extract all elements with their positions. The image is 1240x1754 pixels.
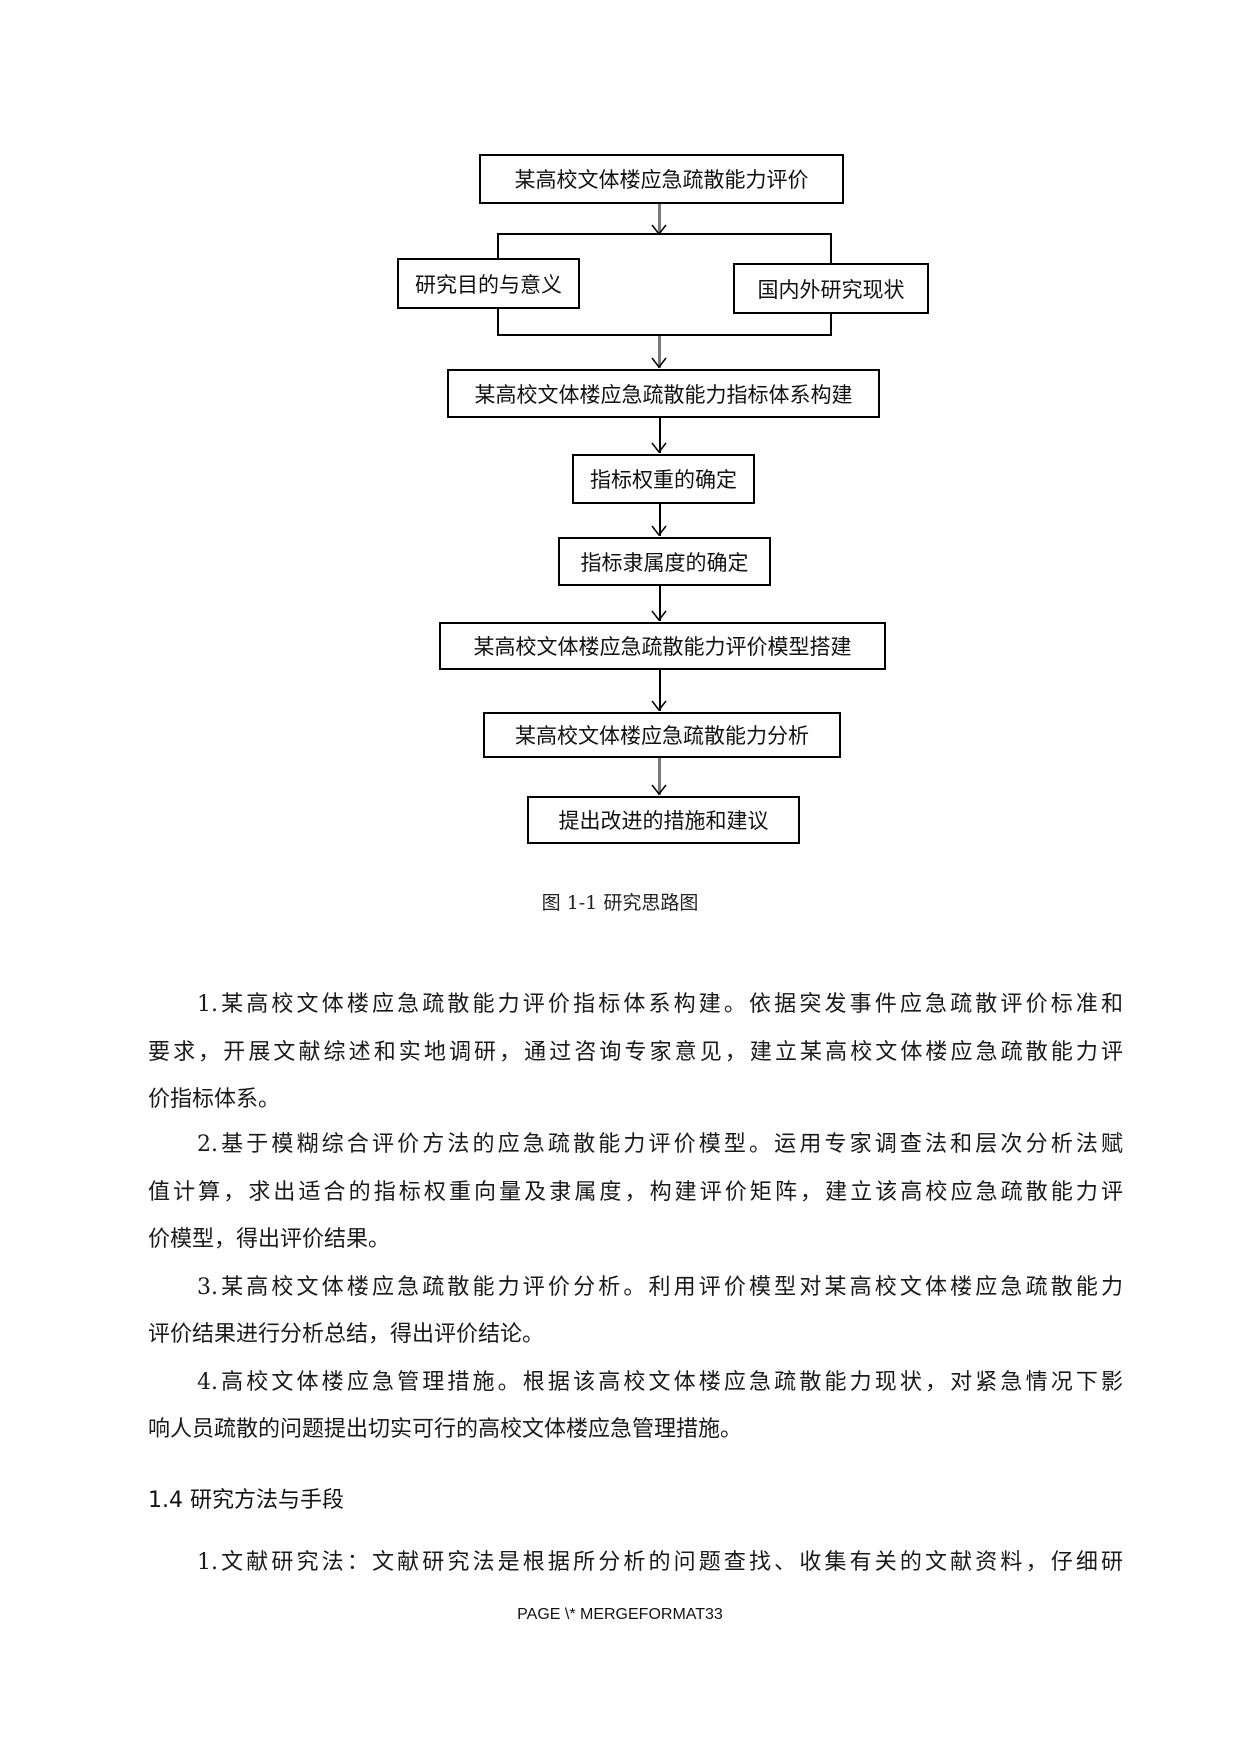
paragraph-1-line-2: 要求，开展文献综述和实地调研，通过咨询专家意见，建立某高校文体楼应急疏散能力评 xyxy=(148,1040,1123,1065)
arrow-down-icon xyxy=(649,670,669,712)
paragraph-1-line-3: 价指标体系。 xyxy=(148,1087,281,1112)
paragraph-5-line-1: 1.文献研究法：文献研究法是根据所分析的问题查找、收集有关的文献资料，仔细研 xyxy=(197,1550,1123,1575)
arrow-down-icon xyxy=(649,204,669,236)
paragraph-3-line-1: 3.某高校文体楼应急疏散能力评价分析。利用评价模型对某高校文体楼应急疏散能力 xyxy=(197,1275,1123,1300)
paragraph-4-line-2: 响人员疏散的问题提出切实可行的高校文体楼应急管理措施。 xyxy=(148,1417,743,1442)
bracket-bottom-line xyxy=(497,334,832,336)
figure-caption: 图 1-1 研究思路图 xyxy=(541,892,699,914)
bracket-top-line xyxy=(497,233,832,235)
arrow-down-icon xyxy=(649,758,669,796)
section-heading: 1.4 研究方法与手段 xyxy=(148,1488,344,1513)
paragraph-2-line-2: 值计算，求出适合的指标权重向量及隶属度，构建评价矩阵，建立该高校应急疏散能力评 xyxy=(148,1180,1123,1205)
page-footer: PAGE \* MERGEFORMAT33 xyxy=(517,1606,723,1623)
flow-box-status: 国内外研究现状 xyxy=(733,263,929,314)
paragraph-2-line-3: 价模型，得出评价结果。 xyxy=(148,1227,391,1252)
flow-box-membership: 指标隶属度的确定 xyxy=(558,537,771,586)
flow-box-index-system: 某高校文体楼应急疏散能力指标体系构建 xyxy=(447,369,880,418)
paragraph-2-line-1: 2.基于模糊综合评价方法的应急疏散能力评价模型。运用专家调查法和层次分析法赋 xyxy=(197,1132,1123,1157)
arrow-down-icon xyxy=(649,504,669,537)
paragraph-1-line-1: 1.某高校文体楼应急疏散能力评价指标体系构建。依据突发事件应急疏散评价标准和 xyxy=(197,992,1123,1017)
paragraph-4-line-1: 4.高校文体楼应急管理措施。根据该高校文体楼应急疏散能力现状，对紧急情况下影 xyxy=(197,1370,1123,1395)
flow-box-evaluation: 某高校文体楼应急疏散能力评价 xyxy=(479,154,844,204)
arrow-down-icon xyxy=(649,418,669,454)
flow-box-analysis: 某高校文体楼应急疏散能力分析 xyxy=(483,712,841,758)
flow-box-weights: 指标权重的确定 xyxy=(572,454,755,504)
paragraph-3-line-2: 评价结果进行分析总结，得出评价结论。 xyxy=(148,1322,545,1347)
arrow-down-icon xyxy=(649,586,669,622)
arrow-down-icon xyxy=(649,336,669,369)
flow-box-model: 某高校文体楼应急疏散能力评价模型搭建 xyxy=(439,622,886,670)
flow-box-purpose: 研究目的与意义 xyxy=(397,258,580,309)
flow-box-suggestions: 提出改进的措施和建议 xyxy=(527,796,800,844)
